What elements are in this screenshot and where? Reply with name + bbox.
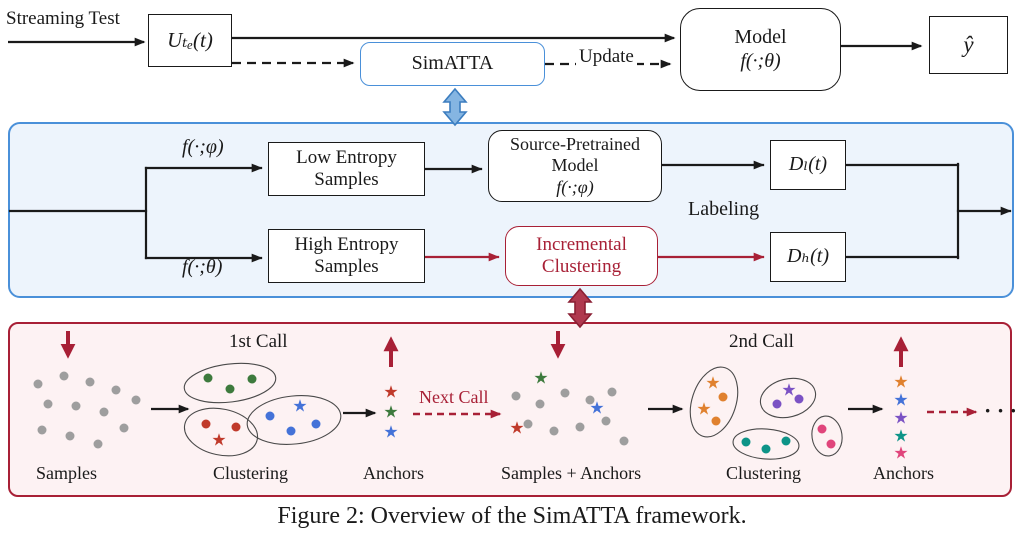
middle-arrows bbox=[8, 160, 1012, 263]
incremental-line1: Incremental bbox=[536, 233, 627, 255]
ute-label: Uₜₑ(t) bbox=[167, 28, 213, 53]
yhat-label: ŷ bbox=[963, 32, 974, 58]
incremental-line2: Clustering bbox=[541, 256, 622, 277]
model-box: Model f(·;θ) bbox=[680, 8, 841, 91]
yhat-box: ŷ bbox=[929, 16, 1008, 74]
ellipse-blue-cluster bbox=[246, 395, 342, 445]
ute-box: Uₜₑ(t) bbox=[148, 14, 232, 67]
bottom-arrows bbox=[60, 331, 978, 419]
dl-label: Dₗ(t) bbox=[788, 153, 828, 176]
ellipsis-label: · · · bbox=[984, 398, 1018, 423]
source-pretrained-line2: Model bbox=[551, 155, 599, 176]
source-pretrained-line1: Source-Pretrained bbox=[510, 134, 640, 155]
next-call-label: Next Call bbox=[419, 387, 489, 407]
simatta-label: SimATTA bbox=[411, 52, 494, 75]
clustering-label-1: Clustering bbox=[213, 463, 288, 483]
samples-anchors-label: Samples + Anchors bbox=[501, 463, 642, 483]
model-f-theta-label: f(·;θ) bbox=[740, 49, 781, 72]
streaming-test-label: Streaming Test bbox=[6, 8, 120, 29]
ellipse-red-cluster bbox=[183, 407, 259, 457]
cluster-ellipses bbox=[183, 362, 843, 460]
source-pretrained-f-phi: f(·;φ) bbox=[556, 176, 594, 197]
figure-caption: Figure 2: Overview of the SimATTA framew… bbox=[277, 503, 747, 529]
blue-double-arrow bbox=[442, 87, 468, 127]
high-entropy-line1: High Entropy bbox=[294, 233, 399, 255]
incremental-clustering-box: Incremental Clustering bbox=[505, 226, 658, 286]
low-entropy-box: Low Entropy Samples bbox=[268, 142, 425, 196]
ellipse-pink-cluster bbox=[811, 415, 843, 457]
dh-box: Dₕ(t) bbox=[770, 232, 846, 282]
low-entropy-line2: Samples bbox=[314, 169, 379, 190]
ellipse-green-cluster bbox=[183, 362, 277, 404]
simatta-box: SimATTA bbox=[360, 42, 545, 86]
update-label: Update bbox=[576, 46, 637, 68]
samples-label: Samples bbox=[36, 463, 97, 483]
first-call-label: 1st Call bbox=[229, 331, 288, 352]
clustering-label-2: Clustering bbox=[726, 463, 801, 483]
high-entropy-box: High Entropy Samples bbox=[268, 229, 425, 283]
red-double-arrow bbox=[567, 287, 593, 329]
dl-box: Dₗ(t) bbox=[770, 140, 846, 190]
f-theta-label: f(·;θ) bbox=[182, 256, 223, 278]
ellipse-purple-cluster bbox=[759, 377, 817, 419]
anchors-label-1: Anchors bbox=[363, 463, 424, 483]
model-label: Model bbox=[734, 25, 787, 48]
low-entropy-line1: Low Entropy bbox=[296, 146, 397, 168]
labeling-label: Labeling bbox=[688, 198, 760, 220]
dh-label: Dₕ(t) bbox=[787, 245, 829, 268]
f-phi-label: f(·;φ) bbox=[182, 136, 224, 158]
high-entropy-line2: Samples bbox=[314, 256, 379, 277]
second-call-label: 2nd Call bbox=[729, 331, 794, 352]
source-pretrained-box: Source-Pretrained Model f(·;φ) bbox=[488, 130, 662, 202]
ellipse-orange-cluster bbox=[689, 366, 739, 438]
ellipse-teal-cluster bbox=[732, 428, 800, 460]
anchors-label-2: Anchors bbox=[873, 463, 934, 483]
